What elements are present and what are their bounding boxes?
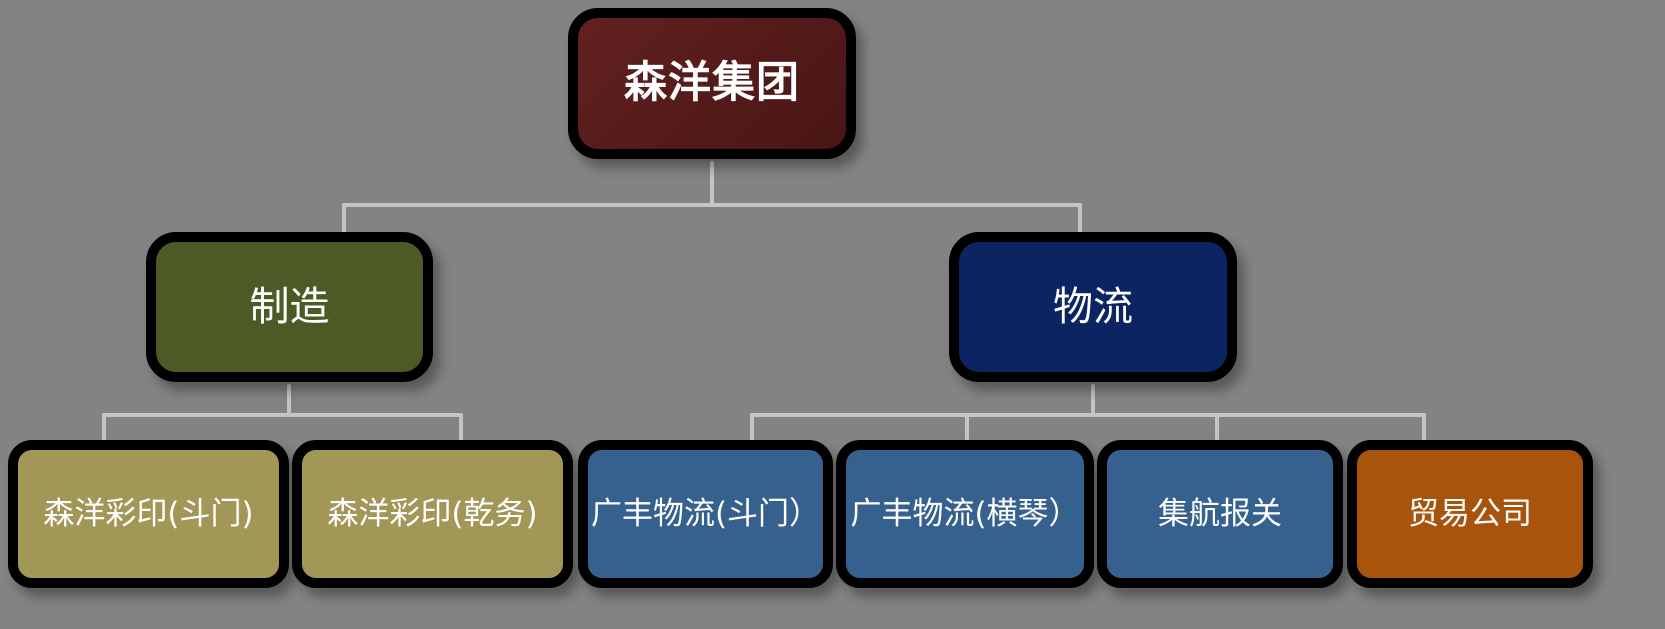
node-subsidiary-trading-company[interactable]: 贸易公司 <box>1347 440 1593 588</box>
node-subsidiary-senyang-print-qianwu[interactable]: 森洋彩印(乾务) <box>292 440 573 588</box>
node-division-manufacturing-label: 制造 <box>249 284 330 330</box>
node-division-logistics[interactable]: 物流 <box>949 232 1237 382</box>
node-subsidiary-guangfeng-logistics-doumen[interactable]: 广丰物流(斗门） <box>578 440 833 588</box>
node-division-logistics-label: 物流 <box>1053 284 1133 330</box>
node-subsidiary-senyang-print-doumen-label: 森洋彩印(斗门) <box>43 495 254 532</box>
node-subsidiary-senyang-print-qianwu-label: 森洋彩印(乾务) <box>327 495 538 532</box>
node-root-group[interactable]: 森洋集团 <box>568 8 856 159</box>
node-subsidiary-guangfeng-logistics-hengqin-label: 广丰物流(横琴） <box>850 495 1080 532</box>
node-subsidiary-guangfeng-logistics-doumen-label: 广丰物流(斗门） <box>590 495 821 532</box>
node-subsidiary-senyang-print-doumen[interactable]: 森洋彩印(斗门) <box>8 440 289 588</box>
node-subsidiary-guangfeng-logistics-hengqin[interactable]: 广丰物流(横琴） <box>836 440 1094 588</box>
node-subsidiary-jihang-customs[interactable]: 集航报关 <box>1097 440 1343 588</box>
node-root-label: 森洋集团 <box>624 57 800 108</box>
node-subsidiary-trading-company-label: 贸易公司 <box>1408 495 1532 532</box>
node-subsidiary-jihang-customs-label: 集航报关 <box>1158 495 1282 532</box>
node-division-manufacturing[interactable]: 制造 <box>146 232 433 382</box>
